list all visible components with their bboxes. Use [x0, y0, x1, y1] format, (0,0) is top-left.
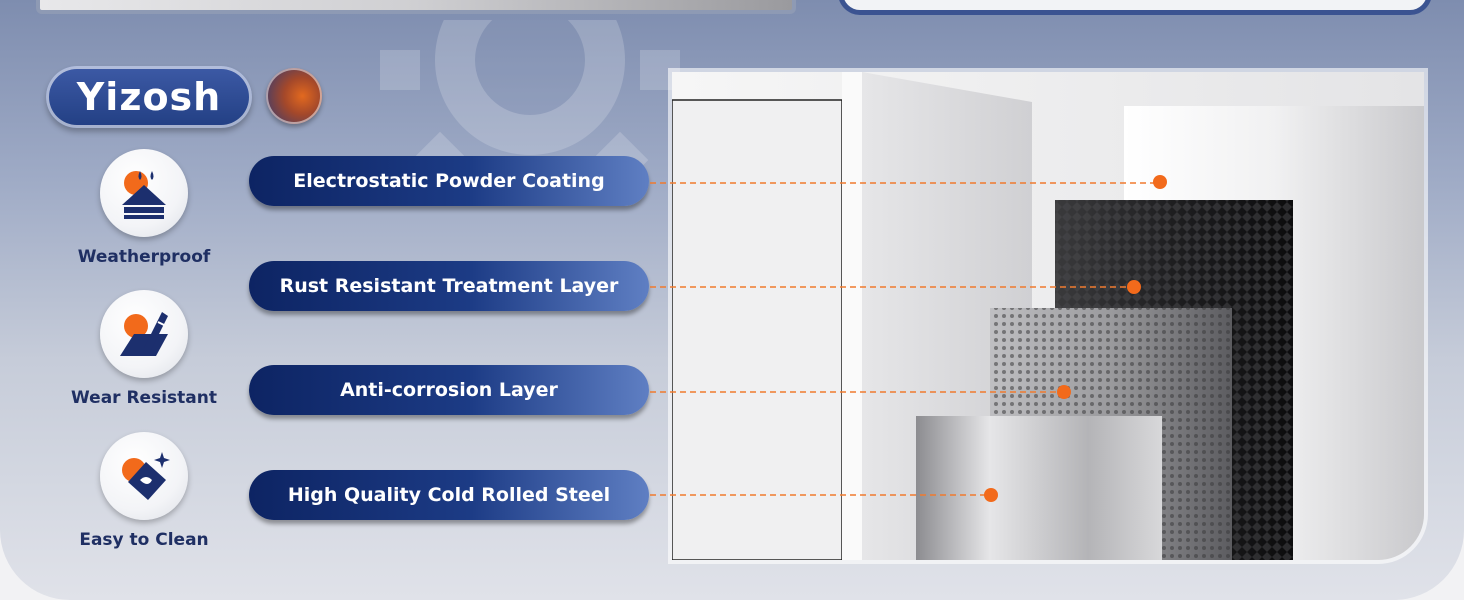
top-right-image-frame: [838, 0, 1432, 15]
brand-name: Yizosh: [76, 75, 222, 119]
brand-dot-decoration: [266, 68, 322, 124]
top-left-image-frame: [36, 0, 796, 14]
feature-label-easy-to-clean: Easy to Clean: [79, 530, 209, 550]
layer-pill-powder-coating: Electrostatic Powder Coating: [249, 156, 649, 206]
easy-clean-icon: [100, 432, 188, 520]
layer-label: Rust Resistant Treatment Layer: [279, 275, 619, 297]
wear-resistant-icon: [100, 290, 188, 378]
layer-label: High Quality Cold Rolled Steel: [287, 484, 611, 506]
layer-pill-rust-resistant: Rust Resistant Treatment Layer: [249, 261, 649, 311]
layer-pill-anti-corrosion: Anti-corrosion Layer: [249, 365, 649, 415]
layer-label: Electrostatic Powder Coating: [293, 170, 605, 192]
layer-pill-cold-rolled-steel: High Quality Cold Rolled Steel: [249, 470, 649, 520]
product-layers-photo: [672, 72, 1424, 560]
gear-watermark-icon: [380, 20, 680, 189]
feature-wear-resistant: Wear Resistant: [66, 290, 222, 408]
layer-label: Anti-corrosion Layer: [340, 379, 558, 401]
feature-label-wear-resistant: Wear Resistant: [71, 388, 217, 408]
feature-weatherproof: Weatherproof: [66, 149, 222, 267]
weatherproof-icon: [100, 149, 188, 237]
feature-easy-to-clean: Easy to Clean: [66, 432, 222, 550]
brand-badge: Yizosh: [46, 66, 252, 128]
feature-label-weatherproof: Weatherproof: [77, 247, 211, 267]
